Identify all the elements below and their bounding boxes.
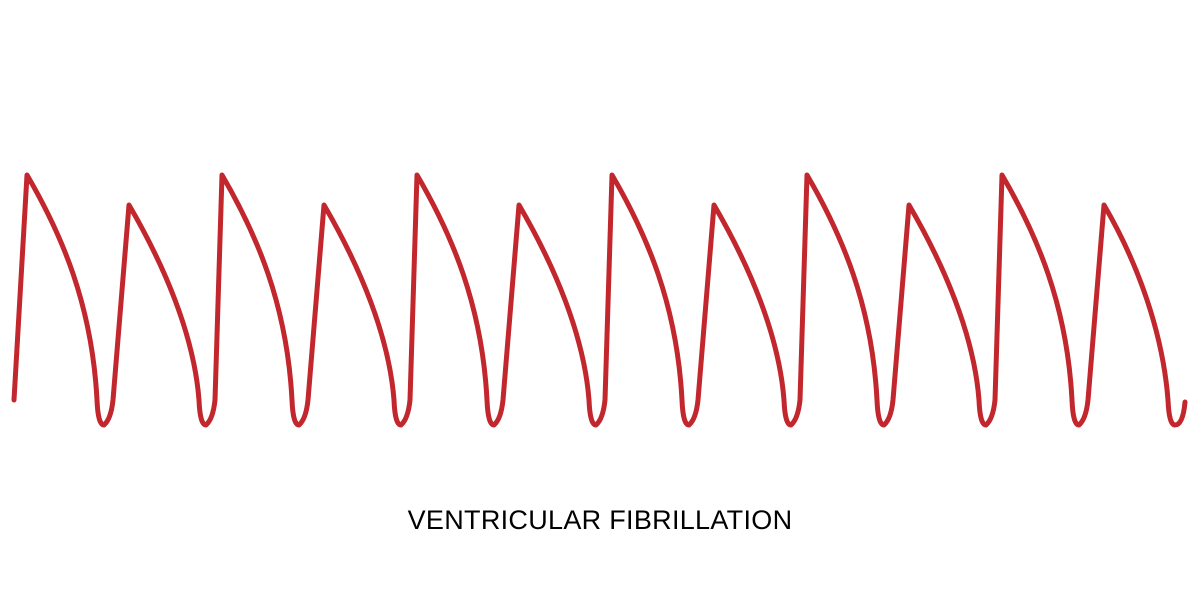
ventricular-fibrillation-waveform <box>11 172 1188 428</box>
diagram-caption: VENTRICULAR FIBRILLATION <box>407 505 793 535</box>
